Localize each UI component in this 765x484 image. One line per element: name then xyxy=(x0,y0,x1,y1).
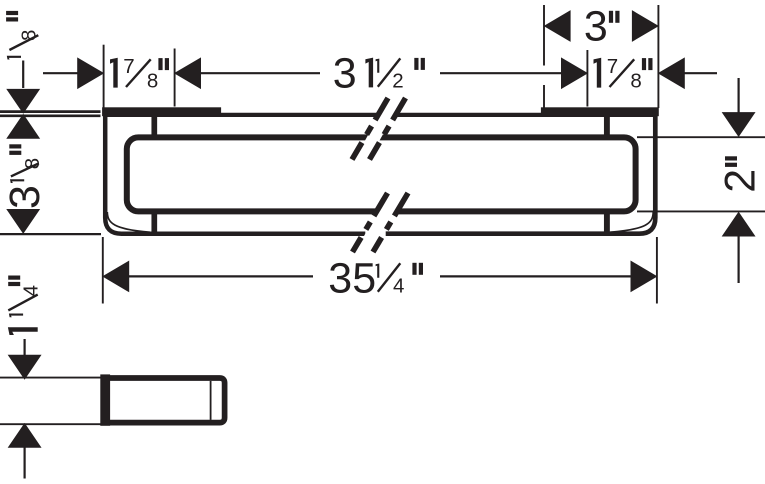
svg-text:2: 2 xyxy=(717,169,765,193)
svg-text:8: 8 xyxy=(630,70,641,93)
svg-text:8: 8 xyxy=(21,158,44,169)
svg-text:4: 4 xyxy=(393,274,404,297)
svg-text:2: 2 xyxy=(392,69,403,92)
svg-text:3: 3 xyxy=(333,49,357,97)
svg-text:8: 8 xyxy=(147,70,158,93)
svg-text:4: 4 xyxy=(20,285,43,296)
svg-text:7: 7 xyxy=(607,55,618,78)
svg-text:3: 3 xyxy=(1,185,49,209)
svg-text:3: 3 xyxy=(584,2,608,50)
svg-text:7: 7 xyxy=(123,55,134,78)
svg-text:8: 8 xyxy=(18,30,41,41)
svg-text:35: 35 xyxy=(328,254,376,302)
